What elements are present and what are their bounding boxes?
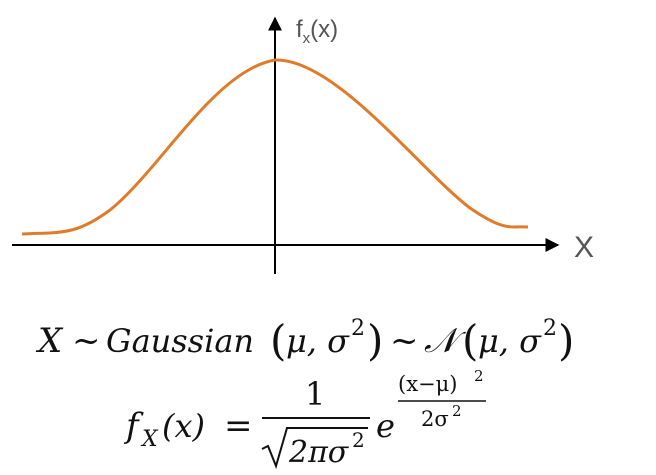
eq1-var: X (35, 321, 64, 361)
eq2-exp-numerator-power: 2 (474, 367, 484, 385)
eq2-equals: = (224, 406, 253, 446)
eq2-denominator-exp: 2 (352, 428, 365, 452)
eq1-open-paren-1: ( (270, 316, 286, 365)
eq2-exp-numerator: (x−μ) (398, 372, 457, 396)
eq1-params-2: μ, σ (478, 322, 542, 360)
eq1-params-1: μ, σ (286, 322, 350, 360)
eq2-denominator: 2πσ (288, 435, 350, 470)
y-axis-label: fx(x) (296, 16, 338, 47)
eq1-exp-2: 2 (543, 316, 557, 341)
eq1-open-paren-2: ( (462, 316, 478, 365)
equation-line-1: X ~ Gaussian ( μ, σ 2 ) ~ 𝒩 ( μ, σ 2 ) (35, 316, 574, 365)
eq1-exp-1: 2 (351, 316, 365, 341)
eq2-exp-denominator-power: 2 (452, 402, 462, 420)
eq1-gaussian: Gaussian (106, 322, 254, 360)
eq2-numerator: 1 (305, 375, 325, 413)
eq2-f-subscript: X (140, 427, 159, 452)
y-label-suffix: (x) (310, 16, 338, 43)
y-label-subscript: x (303, 30, 311, 47)
eq2-base-e: e (376, 407, 395, 445)
eq2-sqrt-sign (261, 427, 368, 470)
eq2-f: f (123, 406, 144, 446)
equation-line-2: f X (x) = 1 2πσ 2 e (x−μ) 2 2σ 2 (123, 367, 486, 470)
eq1-close-paren-2: ) (558, 316, 574, 365)
gaussian-curve (21, 58, 529, 236)
eq1-close-paren-1: ) (367, 316, 383, 365)
eq2-arg: (x) (162, 407, 205, 445)
eq1-tilde-2: ~ (390, 321, 419, 361)
eq1-script-n: 𝒩 (424, 321, 467, 361)
eq1-tilde-1: ~ (72, 321, 101, 361)
eq2-exp-denominator: 2σ (421, 407, 449, 431)
x-axis-label: X (574, 231, 594, 264)
y-label-main: f (296, 16, 303, 43)
